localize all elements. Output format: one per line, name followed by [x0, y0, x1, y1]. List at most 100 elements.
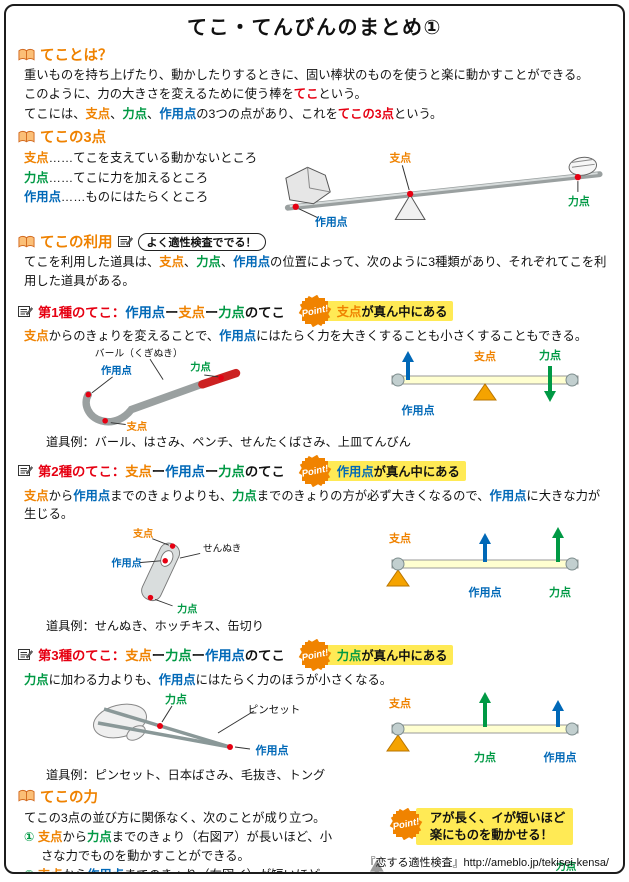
- exam-note-badge: よく適性検査ででる！: [137, 232, 266, 251]
- effort-label: 力点: [474, 750, 496, 764]
- leader-line: [204, 374, 219, 377]
- lever-type-2-block: 第2種のてこ：支点ー作用点ー力点のてこ Point! 作用点が真ん中にある 支点…: [18, 454, 611, 634]
- point-callout: Point! 作用点が真ん中にある: [296, 454, 466, 487]
- text-segment: 支点: [24, 151, 49, 166]
- text-segment: から: [62, 868, 87, 872]
- section-what: てことは？ 重いものを持ち上げたり、動かしたりするときに、固い棒状のものを使うと…: [18, 44, 611, 123]
- point-label: Point!: [301, 647, 330, 663]
- text-segment: 第2種のてこ：: [38, 464, 126, 480]
- text-segment: てこ: [293, 87, 319, 102]
- leader-line: [161, 705, 173, 723]
- effort-label: 力点: [539, 348, 561, 362]
- lever-rock-illustration: 作用点 支点 力点: [284, 151, 603, 229]
- source-credit: 『恋する適性検査』http://ameblo.jp/tekisei-kensa/: [364, 857, 609, 869]
- fulcrum-label: 支点: [132, 526, 153, 539]
- load-point-dot: [292, 203, 299, 211]
- effort-arrow-head: [544, 390, 556, 402]
- text-segment: 、: [147, 106, 160, 121]
- text-segment: てこの3点: [337, 106, 394, 121]
- point-callout: Point! 力点が真ん中にある: [296, 638, 454, 671]
- point-callout: Point! アが長く、イが短いほど 楽にものを動かせる！: [387, 807, 574, 846]
- point-text-line: アが長く、イが短いほど: [429, 810, 566, 825]
- tweezers-illustration: 力点 ピンセット 作用点: [93, 692, 301, 757]
- definition-effort: 力点……てこに力を加えるところ: [24, 169, 276, 187]
- force-illustration-column: Point! アが長く、イが短いほど 楽にものを動かせる！: [349, 807, 611, 872]
- lever-3-heading-row: 第3種のてこ：支点ー力点ー作用点のてこ Point! 力点が真ん中にある: [18, 638, 611, 671]
- tool-caption: ピンセット: [248, 704, 301, 716]
- section-heading-text: てこの力: [40, 789, 98, 806]
- bar-end-weight: [391, 557, 405, 570]
- memo-pen-icon: [18, 305, 33, 318]
- section-usage-heading: てこの利用 よく適性検査ででる！: [18, 231, 611, 252]
- book-icon: [18, 48, 35, 62]
- lever-1-diagram: 支点 力点 作用点: [391, 348, 579, 417]
- text-segment: のてこ: [244, 464, 285, 480]
- leader-line: [110, 421, 126, 425]
- leader-line: [152, 537, 170, 546]
- tweezer-arm-lower: [97, 721, 231, 749]
- text-segment: 、: [110, 106, 123, 121]
- load-point-dot: [162, 557, 168, 564]
- text-segment: 支点: [37, 830, 63, 845]
- section-heading-text: てことは？: [40, 48, 113, 64]
- lever-2-heading-row: 第2種のてこ：支点ー作用点ー力点のてこ Point! 作用点が真ん中にある: [18, 454, 611, 487]
- text-segment: 作用点: [489, 488, 527, 503]
- effort-label: 力点: [165, 692, 187, 706]
- effort-label: 力点: [190, 360, 211, 373]
- hand-finger: [571, 159, 594, 164]
- point-burst-icon: Point!: [298, 454, 332, 487]
- effort-arrow-head: [552, 526, 564, 538]
- usage-intro: てこを利用した道具は、支点、力点、作用点の位置によって、次のように3種類があり、…: [24, 253, 611, 290]
- fulcrum-point-dot: [406, 191, 413, 198]
- text-line: てこには、支点、力点、作用点の3つの点があり、これをてこの3点という。: [24, 105, 611, 123]
- tool-examples: 道具例：ピンセット、日本ばさみ、毛抜き、トング: [46, 767, 326, 782]
- text-segment: の位置によって、次のように3種類があり、それぞれてこを利用した道具がある。: [24, 255, 607, 288]
- section-force-heading: てこの力: [18, 786, 611, 807]
- bar-end-weight: [565, 373, 579, 387]
- text-segment: 作用点: [336, 464, 374, 479]
- effort-point-dot: [147, 594, 154, 600]
- text-segment: 、: [220, 255, 234, 270]
- load-arrow-head: [552, 699, 564, 711]
- text-segment: が真ん中にある: [361, 648, 448, 663]
- text-segment: 作用点: [219, 329, 257, 344]
- text-segment: 力点: [122, 106, 148, 121]
- hand-finger: [571, 164, 595, 169]
- page-title: てこ・てんびんのまとめ①: [187, 17, 442, 39]
- text-segment: のてこ: [244, 304, 285, 320]
- point-label: Point!: [301, 463, 330, 479]
- lever-3-body: 力点に加わる力よりも、作用点にはたらく力のほうが小さくなる。: [24, 671, 611, 689]
- text-segment: 第1種のてこ：: [38, 304, 126, 320]
- crowbar-illustration: バール（くぎぬき） 作用点 力点 支点: [82, 346, 241, 432]
- lever-1-heading: 第1種のてこ：作用点ー支点ー力点のてこ: [38, 302, 285, 321]
- tool-examples: 道具例：せんぬき、ホッチキス、缶切り: [46, 618, 264, 633]
- rock-facet: [309, 187, 330, 193]
- force-lever-illustration: 作用点 支点 力点 ア イ: [369, 859, 577, 872]
- effort-point-dot: [157, 722, 163, 729]
- memo-pen-icon: [117, 235, 133, 248]
- load-label: 作用点: [469, 585, 502, 599]
- text-segment: 重いものを持ち上げたり、動かしたりするときに、固い棒状のものを使うと楽に動かすこ…: [24, 68, 589, 82]
- text-segment: 力点: [218, 304, 245, 320]
- leader-line: [217, 710, 255, 734]
- text-segment: 支点: [38, 868, 63, 872]
- text-segment: 支点: [125, 464, 152, 480]
- load-label: 作用点: [315, 215, 348, 229]
- load-label: 作用点: [256, 743, 289, 757]
- text-segment: 作用点: [233, 255, 271, 270]
- text-segment: てこを利用した道具は、: [24, 255, 160, 270]
- opener-body: [141, 542, 181, 601]
- tweezer-arm-upper: [103, 707, 231, 749]
- text-segment: が真ん中にある: [373, 464, 460, 479]
- point-burst-icon: Point!: [298, 295, 332, 328]
- text-segment: 支点: [125, 648, 152, 663]
- text-segment: ①: [24, 830, 38, 845]
- text-segment: までのきょり（右図イ）が短いほど、小さな力でものを動かすことができる。: [41, 868, 332, 872]
- load-point-dot: [85, 391, 92, 398]
- point-callout: Point! 支点が真ん中にある: [296, 295, 454, 328]
- text-segment: 力点: [196, 255, 221, 270]
- leader-line: [401, 165, 410, 191]
- text-segment: 力点: [87, 830, 112, 845]
- text-segment: が真ん中にある: [361, 305, 448, 320]
- text-segment: 力点: [218, 464, 245, 480]
